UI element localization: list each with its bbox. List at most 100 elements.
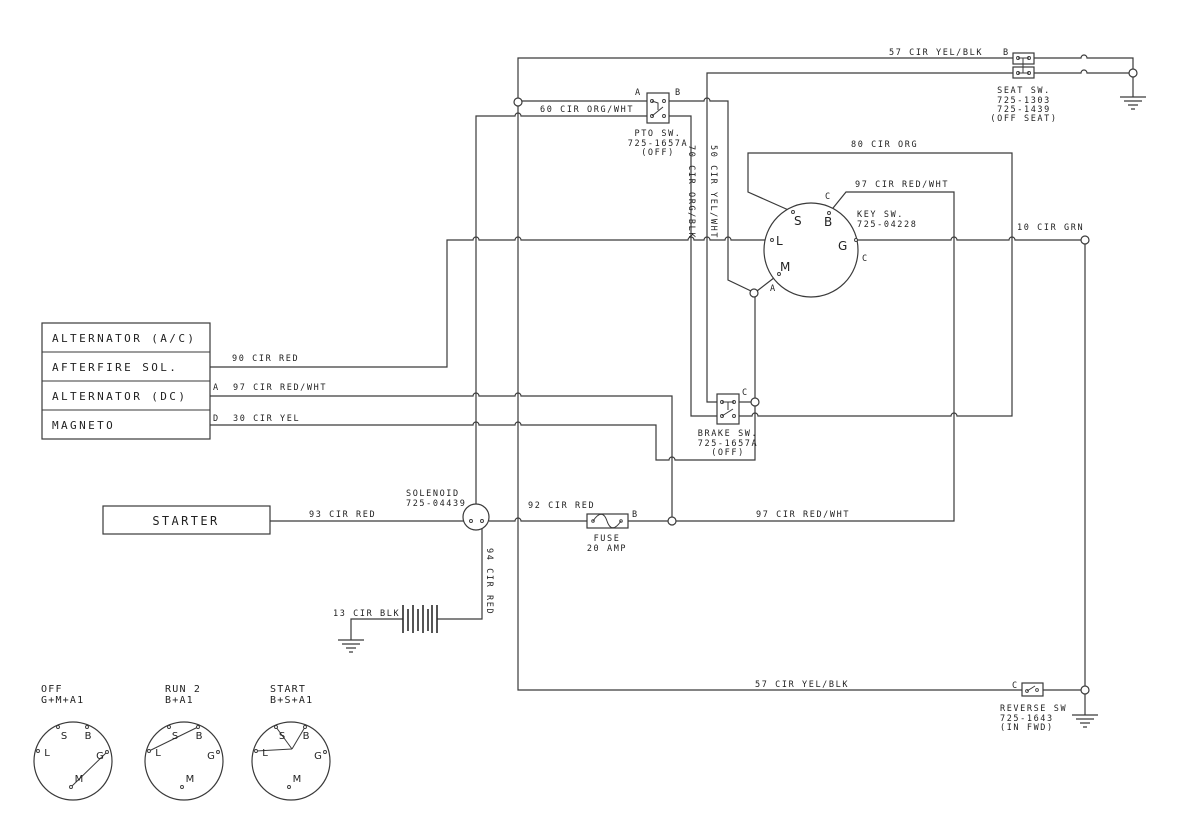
wire-label-50: 50 CIR YEL/WHT xyxy=(708,145,718,239)
key-mark-b-side: C xyxy=(825,192,832,202)
pto-switch-state: (OFF) xyxy=(641,148,675,158)
junction xyxy=(513,97,523,107)
seat-switch-part-1: 725-1303 xyxy=(997,96,1051,106)
key-position-terminal-label: G xyxy=(314,751,322,762)
key-position-terminal-dot xyxy=(167,725,171,729)
reverse-switch-part: 725-1643 xyxy=(1000,714,1054,724)
junction xyxy=(750,397,760,407)
fuse: B FUSE 20 AMP xyxy=(586,510,637,554)
wire-label-97-key: 97 CIR RED/WHT xyxy=(855,180,949,190)
key-position-start-combo: B+S+A1 xyxy=(270,695,313,706)
key-position-terminal-label: L xyxy=(262,748,268,759)
wire-57-bottom xyxy=(517,106,1022,691)
wire-label-30: 30 CIR YEL xyxy=(233,414,300,424)
key-position-terminal-dot xyxy=(56,725,60,729)
wire-label-10: 10 CIR GRN xyxy=(1017,223,1084,233)
engine-connector-block: ALTERNATOR (A/C) AFTERFIRE SOL. ALTERNAT… xyxy=(41,322,211,440)
fuse-name: FUSE xyxy=(594,534,621,544)
key-mark-g-side: C xyxy=(862,254,869,264)
wire-label-60: 60 CIR ORG/WHT xyxy=(540,105,634,115)
wire-70 xyxy=(669,115,717,417)
key-terminal-l xyxy=(770,238,774,242)
wire-60 xyxy=(475,112,647,504)
junction xyxy=(1128,68,1138,78)
key-position-terminal-label: M xyxy=(293,774,302,785)
key-position-terminal-dot xyxy=(323,750,327,754)
key-label-b: B xyxy=(824,215,832,229)
wire-labels: 57 CIR YEL/BLK 60 CIR ORG/WHT 70 CIR ORG… xyxy=(232,48,1084,690)
key-mark-m-side: A xyxy=(770,284,777,294)
pto-switch-part: 725-1657A xyxy=(628,139,688,149)
key-position-connection xyxy=(275,726,293,750)
brake-switch: C BRAKE SW. 725-1657A (OFF) xyxy=(698,388,758,458)
key-label-m: M xyxy=(780,260,790,274)
key-position-start-title: START xyxy=(270,684,306,695)
fuse-rating: 20 AMP xyxy=(587,544,627,554)
junction xyxy=(749,288,759,298)
wire-57-top xyxy=(517,57,1013,98)
key-position-terminal-label: M xyxy=(186,774,195,785)
key-position-terminal-dot xyxy=(196,725,200,729)
key-position-dial xyxy=(144,721,224,801)
key-terminal-b xyxy=(827,211,831,215)
key-position-terminal-dot xyxy=(69,785,73,789)
wire-pto-b xyxy=(669,97,752,292)
battery-icon xyxy=(402,605,438,633)
wire-label-94: 94 CIR RED xyxy=(484,548,494,615)
brake-terminal-c: C xyxy=(742,388,749,398)
wire-57-top-to-ground xyxy=(1034,54,1134,69)
wire-label-57-top: 57 CIR YEL/BLK xyxy=(889,48,983,58)
engine-row-alternator-dc: ALTERNATOR (DC) xyxy=(52,390,187,403)
key-position-terminal-dot xyxy=(105,750,109,754)
key-position-terminal-dot xyxy=(254,749,258,753)
key-terminal-m xyxy=(777,272,781,276)
key-position-terminal-label: S xyxy=(61,731,67,742)
junction xyxy=(667,516,677,526)
key-switch-part: 725-04228 xyxy=(857,220,917,230)
seat-switch-state: (OFF SEAT) xyxy=(990,114,1057,124)
reverse-switch: C REVERSE SW 725-1643 (IN FWD) xyxy=(1000,681,1066,733)
engine-row-magneto: MAGNETO xyxy=(52,419,115,432)
wire-80 xyxy=(739,152,1013,417)
key-position-terminal-label: G xyxy=(96,751,104,762)
wire-97-alt xyxy=(210,392,673,517)
wire-label-70: 70 CIR ORG/BLK xyxy=(686,145,696,239)
ground-icon xyxy=(338,639,364,653)
engine-row-afterfire-sol: AFTERFIRE SOL. xyxy=(52,361,178,374)
ground-icon xyxy=(1120,96,1146,110)
wire-10 xyxy=(856,236,1081,241)
key-position-terminal-dot xyxy=(36,749,40,753)
key-position-terminal-label: L xyxy=(44,748,50,759)
solenoid-part: 725-04439 xyxy=(406,499,466,509)
key-position-terminal-dot xyxy=(216,750,220,754)
key-position-terminal-label: B xyxy=(85,731,92,742)
pto-switch-name: PTO SW. xyxy=(634,129,681,139)
alt-dc-terminal-label: A xyxy=(213,383,220,393)
key-position-off-combo: G+M+A1 xyxy=(41,695,84,706)
brake-switch-name: BRAKE SW. xyxy=(698,429,758,439)
magneto-terminal-label: D xyxy=(213,414,220,424)
wire-label-97-fuse: 97 CIR RED/WHT xyxy=(756,510,850,520)
junction xyxy=(1080,235,1090,245)
brake-switch-state: (OFF) xyxy=(711,448,745,458)
key-position-connection xyxy=(70,751,108,788)
junction xyxy=(1080,685,1090,695)
key-label-l: L xyxy=(776,234,783,248)
starter-label: STARTER xyxy=(152,514,219,528)
key-terminal-g xyxy=(854,238,858,242)
key-position-terminal-dot xyxy=(147,749,151,753)
key-position-terminal-dot xyxy=(287,785,291,789)
wire-label-80: 80 CIR ORG xyxy=(851,140,918,150)
key-position-dial xyxy=(251,721,331,801)
key-label-s: S xyxy=(794,214,802,228)
key-position-connection xyxy=(148,726,199,752)
engine-row-alternator-ac: ALTERNATOR (A/C) xyxy=(52,332,196,345)
key-terminal-s xyxy=(791,210,795,214)
seat-switch-part-2: 725-1439 xyxy=(997,105,1051,115)
ground-icon xyxy=(1072,714,1098,728)
